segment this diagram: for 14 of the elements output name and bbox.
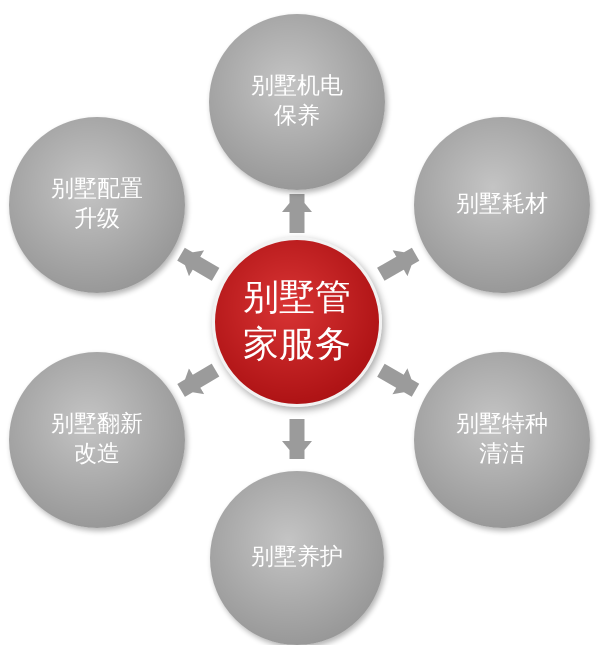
circle-label: 别墅管家服务 [242,276,352,367]
arrow [377,364,420,397]
arrow [282,194,312,233]
center-circle [212,237,382,407]
arrow [377,248,420,281]
circle-label: 别墅特种清洁 [455,410,549,469]
arrow [177,364,220,397]
circle-label: 别墅配置升级 [50,175,144,234]
circle-label: 别墅翻新改造 [50,410,144,469]
circle-label: 别墅养护 [251,543,343,572]
arrow [282,419,312,459]
circle-label: 别墅耗材 [456,190,548,220]
arrow [177,248,220,281]
circle-label: 别墅机电保养 [250,72,344,131]
